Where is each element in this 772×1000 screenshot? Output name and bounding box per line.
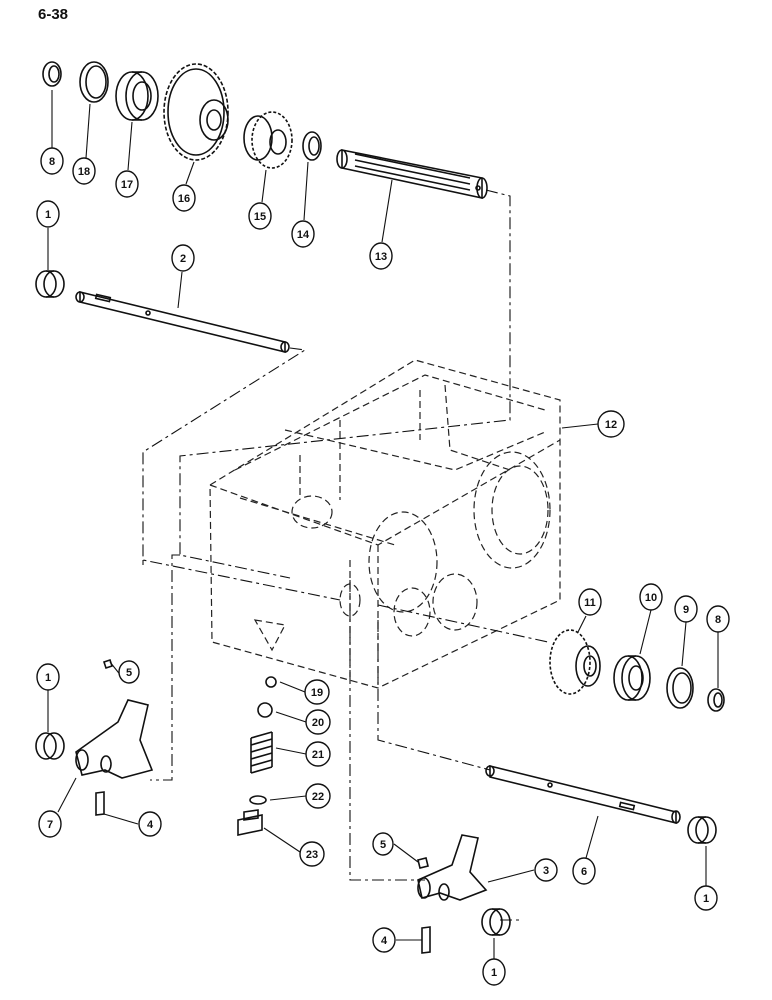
callout-label: 22 <box>312 791 324 803</box>
callout-label: 13 <box>375 251 387 263</box>
snap-ring-8-right <box>707 688 725 712</box>
callout-22: 22 <box>305 783 331 809</box>
callout-4-right: 4 <box>372 927 396 953</box>
callout-12: 12 <box>597 410 625 438</box>
washer-22 <box>249 795 267 805</box>
callout-label: 10 <box>645 592 657 604</box>
callout-label: 1 <box>45 209 51 221</box>
bearing-10 <box>613 655 651 701</box>
retaining-ring-9 <box>666 667 694 709</box>
callout-label: 19 <box>311 687 323 699</box>
callout-1-bottom: 1 <box>482 958 506 986</box>
callout-5-left: 5 <box>118 660 140 684</box>
page-number: 6-38 <box>38 6 69 23</box>
callout-14: 14 <box>291 220 315 248</box>
callout-8-right: 8 <box>706 605 730 633</box>
callout-10: 10 <box>639 583 663 611</box>
callout-1-left-fork: 1 <box>36 663 60 691</box>
callout-23: 23 <box>299 841 325 867</box>
callout-label: 16 <box>178 193 190 205</box>
ball-19 <box>265 676 277 688</box>
callout-4-left: 4 <box>138 811 162 837</box>
callout-label: 7 <box>47 819 53 831</box>
snap-ring-8-top <box>42 61 62 87</box>
callout-label: 1 <box>703 893 709 905</box>
plug-23 <box>237 809 263 836</box>
ball-20 <box>257 702 273 718</box>
callout-13: 13 <box>369 242 393 270</box>
callout-label: 2 <box>180 253 186 265</box>
callout-label: 8 <box>49 156 55 168</box>
gear-15 <box>243 111 293 169</box>
thrust-ring-14 <box>302 131 322 161</box>
callout-label: 11 <box>584 597 596 609</box>
callout-label: 1 <box>45 672 51 684</box>
bushing-1-upper <box>35 270 65 298</box>
callout-9: 9 <box>674 595 698 623</box>
callout-label: 4 <box>381 935 388 947</box>
callout-label: 20 <box>312 717 324 729</box>
callout-label: 1 <box>491 967 497 979</box>
callout-label: 9 <box>683 604 689 616</box>
callout-3: 3 <box>534 858 558 882</box>
callout-label: 8 <box>715 614 721 626</box>
callout-label: 23 <box>306 849 318 861</box>
callout-7: 7 <box>38 810 62 838</box>
spring-21 <box>250 731 273 774</box>
callout-1-right: 1 <box>694 885 718 911</box>
callout-5-right: 5 <box>372 832 394 856</box>
callout-1-upper: 1 <box>36 200 60 228</box>
callout-20: 20 <box>305 709 331 735</box>
retaining-ring-18 <box>79 61 109 103</box>
callout-2: 2 <box>171 244 195 272</box>
callout-label: 12 <box>605 419 617 431</box>
callout-8-top: 8 <box>40 147 64 175</box>
gear-11 <box>549 629 601 695</box>
callout-label: 18 <box>78 166 90 178</box>
assembly-lines <box>142 189 549 921</box>
callout-11: 11 <box>578 588 602 616</box>
callout-label: 4 <box>147 819 154 831</box>
callout-18: 18 <box>72 157 96 185</box>
callout-label: 15 <box>254 211 266 223</box>
callout-label: 14 <box>297 229 310 241</box>
callout-15: 15 <box>248 202 272 230</box>
callout-label: 5 <box>126 667 132 679</box>
bearing-17 <box>115 71 159 121</box>
shift-fork-3 <box>417 834 511 954</box>
bushing-1-right <box>687 816 717 844</box>
gear-16 <box>163 63 229 161</box>
callout-21: 21 <box>305 741 331 767</box>
callout-16: 16 <box>172 184 196 212</box>
splined-shaft-13 <box>336 149 488 199</box>
transmission-housing <box>209 359 561 689</box>
callout-label: 5 <box>380 839 386 851</box>
callout-19: 19 <box>304 679 330 705</box>
callout-label: 3 <box>543 865 549 877</box>
detent-assembly <box>237 676 277 836</box>
shift-rail-2 <box>75 290 290 354</box>
callout-label: 21 <box>312 749 324 761</box>
callout-6: 6 <box>572 857 596 885</box>
callout-label: 17 <box>121 179 133 191</box>
callout-leaders <box>47 90 719 960</box>
callout-label: 6 <box>581 866 587 878</box>
callout-17: 17 <box>115 170 139 198</box>
shift-rail-6 <box>485 764 681 825</box>
